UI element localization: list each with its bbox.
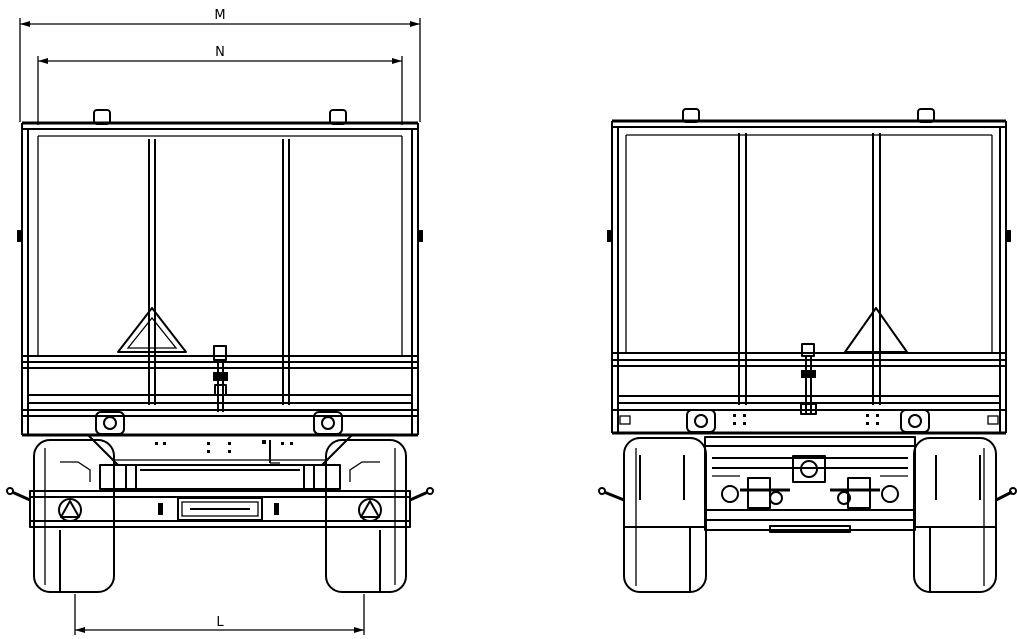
front-hinges <box>686 409 930 433</box>
rear-view: M N <box>6 8 434 635</box>
tipping-body <box>17 121 423 437</box>
tailgate-lock <box>213 345 228 412</box>
rear-bumper <box>6 487 434 528</box>
front-undercarriage <box>704 436 916 533</box>
axle-assembly <box>60 461 380 490</box>
chassis-frame <box>87 434 353 466</box>
rear-wheels <box>33 439 407 593</box>
front-body <box>607 119 1011 435</box>
front-view <box>598 108 1017 593</box>
front-lock <box>800 343 817 415</box>
dimension-overall-width: M <box>19 8 421 122</box>
dimension-body-width: N <box>37 45 403 125</box>
front-wheels <box>598 437 1017 593</box>
dimension-m-label: M <box>214 8 225 23</box>
tailgate-hinges <box>95 411 343 435</box>
dimension-l-label: L <box>216 615 224 630</box>
dimension-n-label: N <box>215 45 225 60</box>
dimension-track-width: L <box>74 594 365 635</box>
